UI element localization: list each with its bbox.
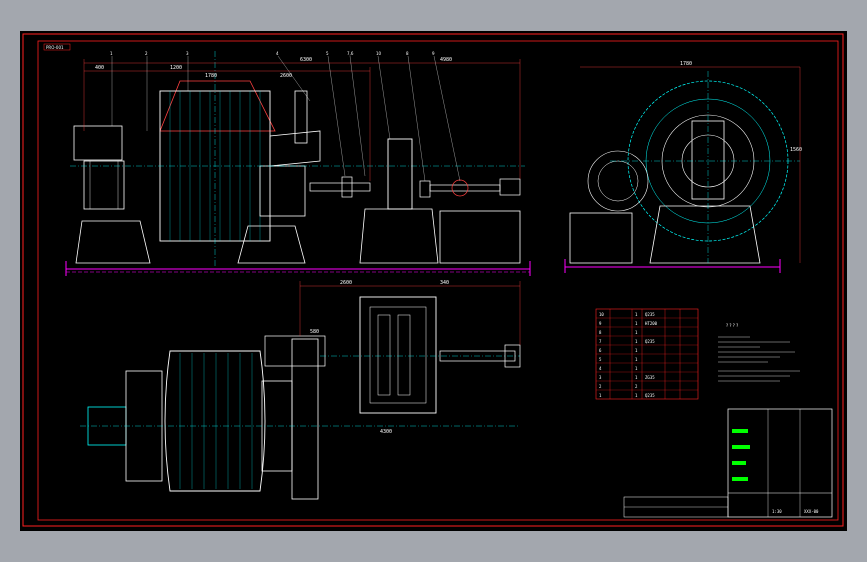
part-number: 10 [376,51,382,56]
parts-table-cell: 1 [635,321,638,326]
coupling-1 [341,176,353,198]
inner-frame [37,40,839,521]
parts-table-cell: 1 [635,312,638,317]
pier-mid [237,225,306,264]
part-number: 9 [432,51,435,56]
girth-gear [294,90,308,144]
front-view: 1 2 3 4 5 7,6 10 8 9 400 1200 1780 2600 … [65,51,531,276]
part-number: 1 [110,51,113,56]
pier-gear [359,208,439,264]
parts-table-cell: Q235 [645,312,655,317]
parts-table-cell: 10 [599,312,604,317]
parts-table-cell: 2 [635,384,638,389]
dimension-text: 580 [310,329,319,335]
dimension-text: 2600 [340,280,352,286]
dimension-text: 6300 [300,57,312,63]
cad-drawing-viewport[interactable]: PRO-001 [20,31,847,531]
pinion-shaft [309,182,371,192]
parts-table-cell: 4 [599,366,602,371]
dimension-text: 2600 [280,73,292,79]
mill-drum-cone [159,80,276,132]
parts-table-row-lines [596,317,698,391]
tag-box [43,43,71,51]
part-number: 8 [406,51,409,56]
discharge-trunnion [269,130,321,167]
plan-discharge-bearing [261,380,293,472]
gearbox [387,138,413,210]
parts-table-cell: 9 [599,321,602,326]
dimension-text: 1560 [790,147,802,153]
parts-table-cell: Q235 [645,393,655,398]
coupling-2 [419,180,431,198]
parts-table-cell: ZG35 [645,375,655,380]
part-number: 3 [186,51,189,56]
parts-table-cell: 2 [599,384,602,389]
pier-left [75,220,151,264]
side-view: 1780 1560 [564,61,802,273]
motor-coupling [451,179,469,197]
part-number: 7,6 [347,51,354,56]
parts-table-cell: 1 [635,339,638,344]
part-number: 4 [276,51,279,56]
parts-table-cell: 1 [599,393,602,398]
parts-table-cell: 6 [599,348,602,353]
dimension-text: 340 [440,280,449,286]
parts-table-cell: Q235 [645,339,655,344]
plan-view: 2600 580 340 4300 [80,280,521,500]
plan-motor [504,344,521,368]
dimension-text: 4300 [380,429,392,435]
plan-pinion-housing [264,335,326,367]
gear-guard [587,150,649,212]
plan-motor-shaft [439,350,516,362]
dimension-text: 400 [95,65,104,71]
title-scale: 1:30 [772,509,782,514]
parts-table-cell: 8 [599,330,602,335]
feed-hopper [73,125,123,161]
parts-table-cell: 1 [635,330,638,335]
parts-table-cell: 7 [599,339,602,344]
parts-table-cell: HT200 [645,321,658,326]
plan-gearbox [359,296,437,414]
drawing-canvas[interactable]: PRO-001 [20,31,847,531]
parts-table-cell: 1 [635,348,638,353]
top-dimension-lines [83,59,521,181]
side-pier-main [649,205,761,264]
parts-table-cell: 5 [599,357,602,362]
pier-motor [439,210,521,264]
outer-frame [22,33,844,527]
motor-shaft [429,184,501,192]
dimension-text: 4980 [440,57,452,63]
tag-label: PRO-001 [46,45,64,50]
parts-table-cell: 1 [635,357,638,362]
part-number: 2 [145,51,148,56]
plan-drum [164,350,266,492]
parts-table-cell: 1 [635,366,638,371]
dimension-text: 1780 [680,61,692,67]
part-leaders [111,55,461,182]
title-block: 1:30 XXX-00 [623,408,833,518]
technical-notes: ? ? ? ? [718,323,800,382]
feed-bearing [83,160,125,210]
side-pier-left [569,212,633,264]
part-number: 5 [326,51,329,56]
motor [499,178,521,196]
dimension-text: 1780 [205,73,217,79]
parts-table-cell: 1 [635,393,638,398]
notes-title: ? ? ? ? [726,323,738,328]
parts-table-cell: 3 [599,375,602,380]
plan-girth-gear [291,338,319,500]
parts-table-cell: 1 [635,375,638,380]
dimension-text: 1200 [170,65,182,71]
discharge-bearing [259,165,306,217]
plan-drum-lines [179,353,253,489]
title-code: XXX-00 [804,509,819,514]
